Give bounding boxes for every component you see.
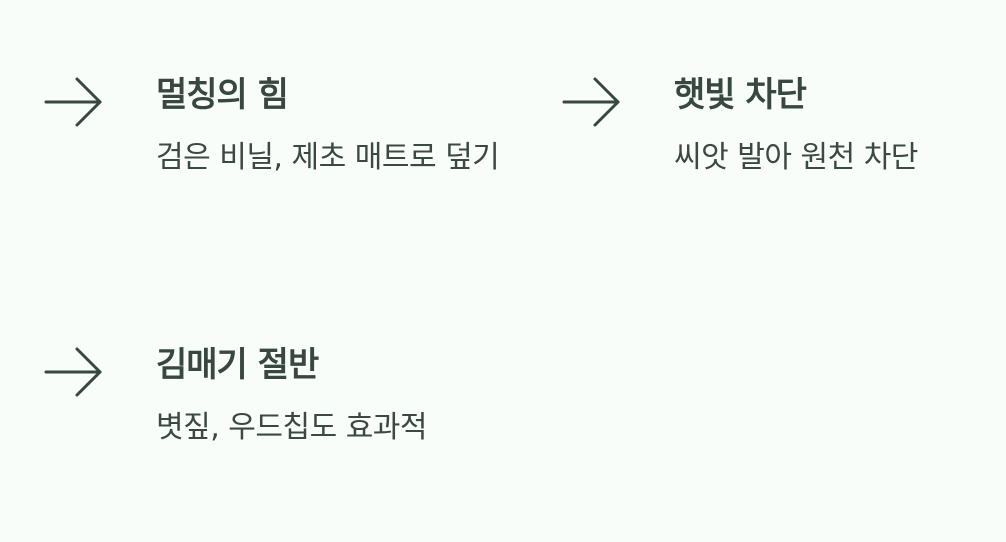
tip-title: 햇빛 차단 bbox=[674, 75, 807, 115]
arrow-right-icon bbox=[44, 344, 104, 400]
tip-title: 김매기 절반 bbox=[156, 345, 319, 385]
tip-description: 씨앗 발아 원천 차단 bbox=[674, 140, 918, 175]
tip-description: 검은 비닐, 제초 매트로 덮기 bbox=[156, 140, 500, 175]
tip-item-mulching: 멀칭의 힘 검은 비닐, 제초 매트로 덮기 bbox=[44, 72, 504, 178]
tip-content: 햇빛 차단 씨앗 발아 원천 차단 bbox=[674, 72, 994, 178]
arrow-right-icon bbox=[44, 74, 104, 130]
tip-content: 멀칭의 힘 검은 비닐, 제초 매트로 덮기 bbox=[156, 72, 506, 178]
tip-title: 멀칭의 힘 bbox=[156, 75, 289, 115]
tip-description: 볏짚, 우드칩도 효과적 bbox=[156, 410, 428, 445]
tip-item-sunblock: 햇빛 차단 씨앗 발아 원천 차단 bbox=[562, 72, 1002, 178]
tip-item-weeding: 김매기 절반 볏짚, 우드칩도 효과적 bbox=[44, 342, 504, 448]
tip-content: 김매기 절반 볏짚, 우드칩도 효과적 bbox=[156, 342, 516, 448]
arrow-right-icon bbox=[562, 74, 622, 130]
